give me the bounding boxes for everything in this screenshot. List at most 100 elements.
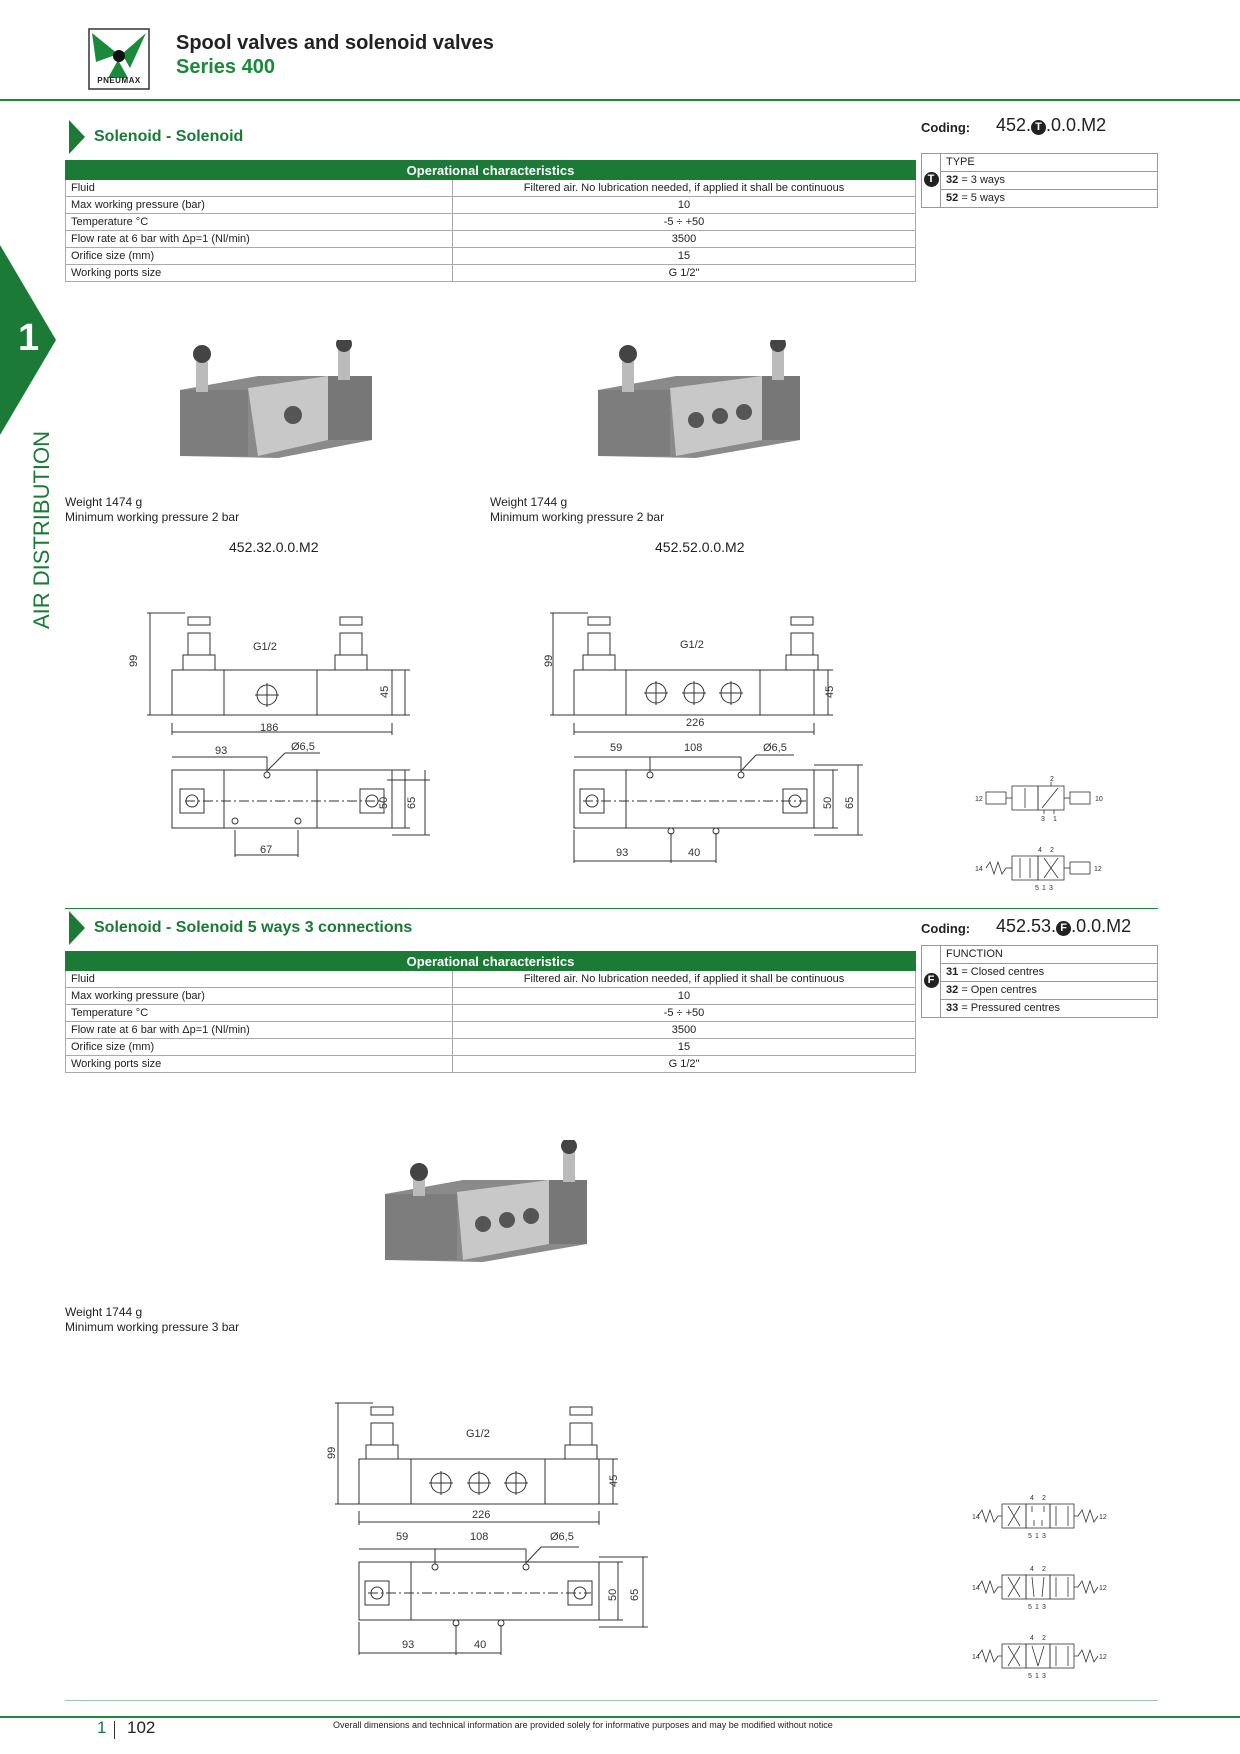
company-logo: PNEUMAX <box>88 28 150 90</box>
section2-title: Solenoid - Solenoid 5 ways 3 connections <box>94 919 413 936</box>
dim-w2: 65 <box>406 797 418 809</box>
type-marker: T <box>923 172 939 187</box>
function-header: FUNCTION <box>940 945 1158 964</box>
dim-d4: 40 <box>688 847 700 859</box>
dim-length: 186 <box>260 722 278 734</box>
dim-d1: 93 <box>215 745 227 757</box>
svg-text:12: 12 <box>1094 866 1102 873</box>
coding-prefix: 452. <box>996 115 1032 135</box>
dim-body-height: 45 <box>379 686 391 698</box>
product1-min-pressure: Minimum working pressure 2 bar <box>65 510 240 524</box>
dim-d1: 59 <box>396 1531 408 1543</box>
dimension-drawing-5way-3pos: G1/2 99 45 226 59 108 Ø6,5 50 65 93 40 <box>326 1402 648 1655</box>
svg-text:12: 12 <box>1099 1585 1107 1592</box>
svg-text:14: 14 <box>975 866 983 873</box>
section2-coding-value: 452.53.F.0.0.M2 <box>996 916 1131 937</box>
dim-port: G1/2 <box>680 639 704 651</box>
table-row: Flow rate at 6 bar with Δp=1 (Nl/min)350… <box>65 1021 916 1039</box>
function-row: 31 = Closed centres <box>940 963 1158 982</box>
dim-w1: 50 <box>822 797 834 809</box>
product1-model: 452.32.0.0.M2 <box>229 539 319 555</box>
type-row: 32 = 3 ways <box>940 171 1158 190</box>
section1-coding-label: Coding: <box>921 120 971 135</box>
dim-height: 99 <box>543 655 555 667</box>
svg-text:1: 1 <box>1035 1533 1039 1540</box>
svg-text:1: 1 <box>1042 885 1046 892</box>
dim-port: G1/2 <box>466 1428 490 1440</box>
dim-height: 99 <box>128 655 140 667</box>
valve-photo-5way-3pos <box>383 1138 593 1285</box>
footer-chapter: 1 <box>97 1718 107 1737</box>
svg-text:2: 2 <box>1050 776 1054 783</box>
valve-photo-5way <box>596 336 806 480</box>
dimension-drawing-5way: G1/2 99 45 226 59 108 Ø6,5 50 65 93 40 <box>543 612 863 863</box>
table-row: Flow rate at 6 bar with Δp=1 (Nl/min)350… <box>65 230 916 248</box>
dim-d1: 59 <box>610 742 622 754</box>
dim-port: G1/2 <box>253 641 277 653</box>
table-row: Max working pressure (bar)10 <box>65 987 916 1005</box>
svg-text:1: 1 <box>1035 1673 1039 1680</box>
table-header: Operational characteristics <box>65 951 916 971</box>
logo-text: PNEUMAX <box>97 76 141 85</box>
svg-text:5: 5 <box>1035 885 1039 892</box>
section1-type-table: T TYPE 32 = 3 ways 52 = 5 ways <box>921 153 1158 208</box>
svg-text:12: 12 <box>1099 1654 1107 1661</box>
svg-text:12: 12 <box>1099 1514 1107 1521</box>
dim-w1: 50 <box>607 1589 619 1601</box>
dim-d3: 93 <box>402 1639 414 1651</box>
dim-d2: 108 <box>470 1531 488 1543</box>
header-rule <box>0 99 1240 101</box>
chapter-number: 1 <box>18 317 40 359</box>
svg-text:10: 10 <box>1095 796 1103 803</box>
dim-d4: 40 <box>474 1639 486 1651</box>
table-row: Temperature °C-5 ÷ +50 <box>65 213 916 231</box>
svg-text:1: 1 <box>1035 1604 1039 1611</box>
dim-d3: 93 <box>616 847 628 859</box>
table-row: Orifice size (mm)15 <box>65 1038 916 1056</box>
type-row: 52 = 5 ways <box>940 189 1158 208</box>
dim-w2: 65 <box>844 797 856 809</box>
coding-marker: F <box>1056 921 1072 936</box>
function-marker: F <box>923 973 939 988</box>
chapter-label: AIR DISTRIBUTION <box>29 430 54 630</box>
svg-text:4: 4 <box>1038 847 1042 854</box>
pneumatic-symbol-3way: 2 3 1 12 10 <box>975 776 1103 823</box>
footer-rule-light <box>65 1700 1158 1701</box>
page-number: 102 <box>127 1718 156 1737</box>
valve-photo-3way <box>178 336 378 480</box>
chapter-tab: 1 <box>0 245 60 435</box>
coding-suffix: .0.0.M2 <box>1046 115 1107 135</box>
svg-text:3: 3 <box>1042 1604 1046 1611</box>
svg-text:14: 14 <box>972 1514 980 1521</box>
svg-text:5: 5 <box>1028 1673 1032 1680</box>
dim-length: 226 <box>686 717 704 729</box>
svg-text:3: 3 <box>1042 1533 1046 1540</box>
table-row: Temperature °C-5 ÷ +50 <box>65 1004 916 1022</box>
svg-text:14: 14 <box>972 1585 980 1592</box>
section2-coding-label: Coding: <box>921 921 971 936</box>
dimension-drawing-3way: G1/2 99 45 186 93 Ø6,5 50 65 67 <box>128 612 430 857</box>
section-divider <box>65 908 1158 909</box>
pneumatic-symbol-5way: 4 2 5 1 3 14 12 <box>975 847 1102 892</box>
product2-model: 452.52.0.0.M2 <box>655 539 745 555</box>
svg-text:2: 2 <box>1050 847 1054 854</box>
dim-w1: 50 <box>378 797 390 809</box>
product2-weight: Weight 1744 g <box>490 495 568 509</box>
function-row: 32 = Open centres <box>940 981 1158 1000</box>
coding-marker: T <box>1031 120 1047 135</box>
section1-coding-value: 452.T.0.0.M2 <box>996 115 1106 136</box>
type-header: TYPE <box>940 153 1158 172</box>
dim-w2: 65 <box>629 1589 641 1601</box>
svg-text:3: 3 <box>1041 816 1045 823</box>
dim-length: 226 <box>472 1509 490 1521</box>
dim-body-height: 45 <box>608 1475 620 1487</box>
section2-marker <box>69 911 85 945</box>
svg-text:12: 12 <box>975 796 983 803</box>
svg-text:3: 3 <box>1042 1673 1046 1680</box>
footer-rule <box>0 1716 1240 1718</box>
